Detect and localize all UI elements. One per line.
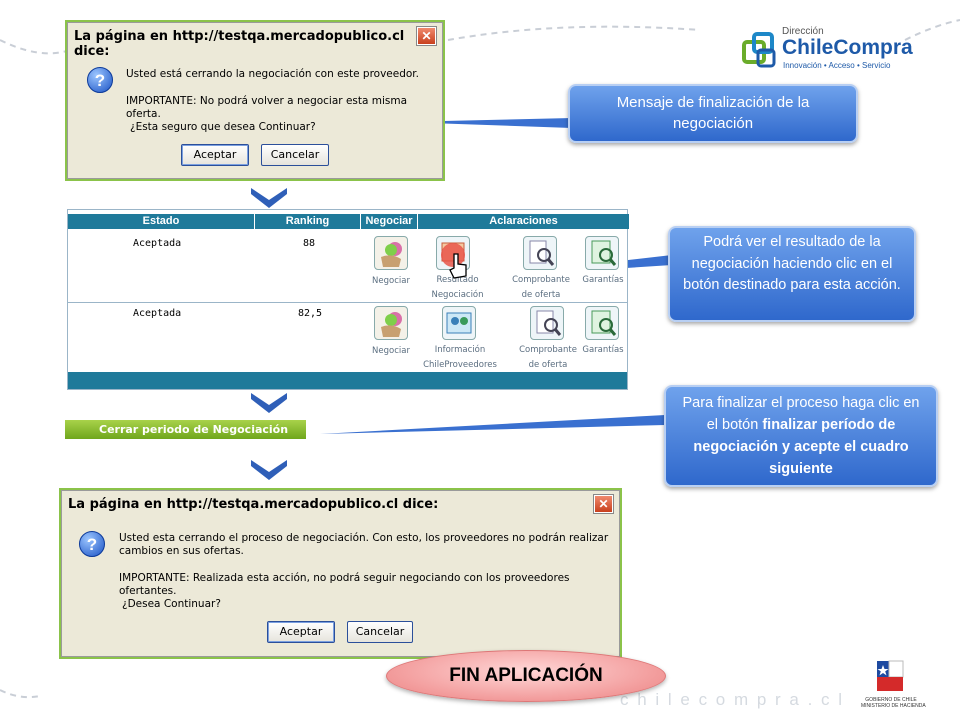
dialog-message-line1b: cambios en sus ofertas. [119,545,244,557]
receipt-icon[interactable] [523,236,557,270]
accept-button[interactable]: Aceptar [181,144,249,166]
ranking-value: 82,5 [298,308,323,319]
seal-caption: GOBIERNO DE CHILE MINISTERIO DE HACIENDA [861,697,926,709]
close-icon[interactable]: ✕ [593,494,614,514]
guarantees-icon[interactable] [585,306,619,340]
row-divider [68,302,627,303]
confirm-dialog-close-period: La página en http://testqa.mercadopublic… [61,490,620,657]
guarantees-label[interactable]: Garantías [582,275,624,285]
dialog-message-line1: Usted esta cerrando el proceso de negoci… [119,532,609,544]
column-header-ranking: Ranking [255,214,360,229]
dialog-question: ¿Esta seguro que desea Continuar? [130,121,316,133]
negotiate-label[interactable]: Negociar [372,346,410,356]
down-arrow-icon [251,188,287,208]
offers-table: Estado Ranking Negociar Aclaraciones Ace… [67,209,629,390]
table-footer-bar [68,372,627,389]
logo-mark-icon [742,32,776,68]
question-icon: ? [79,531,105,557]
supplier-info-label-2[interactable]: ChileProveedores [423,360,497,370]
fin-aplicacion-badge: FIN APLICACIÓN [386,650,666,702]
negotiate-label[interactable]: Negociar [372,276,410,286]
supplier-info-icon[interactable] [442,306,476,340]
dialog-message-line1: Usted está cerrando la negociación con e… [126,68,420,80]
result-label-2[interactable]: Negociación [431,290,484,300]
result-label-1[interactable]: Resultado [436,275,479,285]
callout-text: Para finalizar el proceso haga clic en e… [682,395,920,433]
logo-direccion: Dirección [782,26,824,37]
dialog-question: ¿Desea Continuar? [122,598,221,610]
footer-website: c h i l e c o m p r a . c l [620,690,845,709]
logo-chilecompra: ChileCompra [782,36,913,59]
chilecompra-logo: Dirección ChileCompra Innovación • Acces… [742,26,922,76]
cancel-button[interactable]: Cancelar [347,621,413,643]
callout-text: Mensaje de finalización de la negociació… [616,94,810,132]
callout-text: Podrá ver el resultado de la negociación… [683,234,901,293]
close-icon[interactable]: ✕ [416,26,437,46]
guarantees-label[interactable]: Garantías [582,345,624,355]
dialog-message-line2: IMPORTANTE: Realizada esta acción, no po… [119,572,570,597]
confirm-dialog-negotiation: La página en http://testqa.mercadopublic… [67,22,443,179]
supplier-info-label-1[interactable]: Información [434,345,486,355]
question-icon: ? [87,67,113,93]
accept-button[interactable]: Aceptar [267,621,335,643]
negotiate-icon[interactable] [374,236,408,270]
callout-finalization-message: Mensaje de finalización de la negociació… [568,84,858,143]
cancel-button[interactable]: Cancelar [261,144,329,166]
dialog-message-line2: IMPORTANTE: No podrá volver a negociar e… [126,95,408,120]
dialog-title: La página en http://testqa.mercadopublic… [68,497,439,512]
callout-view-result: Podrá ver el resultado de la negociación… [668,226,916,322]
guarantees-icon[interactable] [585,236,619,270]
receipt-label-1[interactable]: Comprobante [519,345,577,355]
down-arrow-icon [251,460,287,480]
callout-bold-text: finalizar período de negociación y acept… [693,417,909,477]
receipt-label-2[interactable]: de oferta [528,360,568,370]
hand-cursor-icon [449,253,467,279]
down-arrow-icon [251,393,287,413]
receipt-icon[interactable] [530,306,564,340]
close-negotiation-period-button[interactable]: Cerrar periodo de Negociación [65,420,306,439]
estado-value: Aceptada [133,238,182,249]
receipt-label-2[interactable]: de oferta [521,290,561,300]
callout-finalize-process: Para finalizar el proceso haga clic en e… [664,385,938,487]
government-seal: GOBIERNO DE CHILE MINISTERIO DE HACIENDA [855,657,926,715]
column-header-aclaraciones: Aclaraciones [418,214,629,229]
dialog-title: La página en http://testqa.mercadopublic… [74,29,405,59]
logo-tagline: Innovación • Acceso • Servicio [783,61,891,70]
ranking-value: 88 [303,238,316,249]
receipt-label-1[interactable]: Comprobante [512,275,570,285]
column-header-estado: Estado [68,214,254,229]
government-seal-emblem [877,660,904,691]
negotiate-icon[interactable] [374,306,408,340]
column-header-negociar: Negociar [361,214,417,229]
estado-value: Aceptada [133,308,182,319]
